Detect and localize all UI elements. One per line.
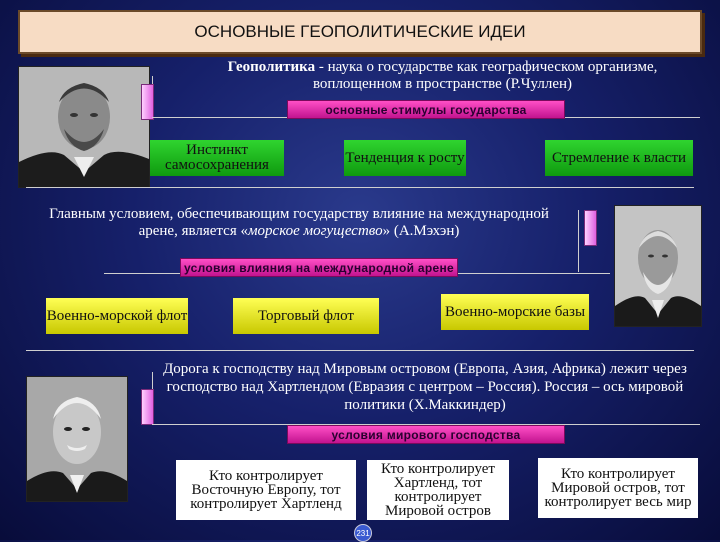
- portrait-mackinder: [26, 376, 128, 502]
- slide-title-bar: ОСНОВНЫЕ ГЕОПОЛИТИЧЕСКИЕ ИДЕИ: [18, 10, 702, 54]
- hline-5: [152, 424, 700, 425]
- geopolitics-definition: Геополитика - наука о государстве как ге…: [205, 59, 680, 93]
- side-tab-1: [141, 84, 154, 120]
- portrait-chellen-image: [19, 67, 149, 187]
- geopolitics-term: Геополитика: [227, 59, 316, 75]
- mahan-text-italic: морское могущество: [247, 223, 383, 239]
- vline-2: [578, 210, 579, 272]
- hline-2: [26, 187, 694, 188]
- portrait-mackinder-image: [27, 377, 127, 501]
- mahan-text-before: Главным условием, обеспечивающим государ…: [49, 206, 549, 239]
- portrait-chellen: [18, 66, 150, 188]
- banner-state-stimuli: основные стимулы государства: [287, 100, 565, 119]
- slide-title: ОСНОВНЫЕ ГЕОПОЛИТИЧЕСКИЕ ИДЕИ: [194, 22, 526, 41]
- box-naval-bases: Военно-морские базы: [441, 294, 589, 330]
- mahan-thesis: Главным условием, обеспечивающим государ…: [34, 206, 564, 240]
- geopolitics-definition-text: - наука о государстве как географическом…: [312, 59, 658, 92]
- box-navy: Военно-морской флот: [46, 298, 188, 334]
- box-power-aspiration: Стремление к власти: [545, 140, 693, 176]
- banner-international-influence: условия влияния на международной арене: [180, 258, 458, 277]
- hline-4: [26, 350, 694, 351]
- portrait-mahan: [614, 205, 702, 327]
- side-tab-3: [141, 389, 154, 425]
- portrait-mahan-image: [615, 206, 701, 326]
- box-world-island: Кто контролирует Мировой остров, тот кон…: [538, 458, 698, 518]
- box-heartland: Кто контролирует Хартленд, тот контролир…: [367, 460, 509, 520]
- mahan-text-after: » (А.Мэхэн): [382, 223, 460, 239]
- box-merchant-fleet: Торговый флот: [233, 298, 379, 334]
- mackinder-thesis: Дорога к господству над Мировым островом…: [163, 361, 687, 413]
- banner-world-domination: условия мирового господства: [287, 425, 565, 444]
- box-growth-tendency: Тенденция к росту: [344, 140, 466, 176]
- box-self-preservation: Инстинкт самосохранения: [150, 140, 284, 176]
- side-tab-2: [584, 210, 597, 246]
- page-number-badge: 231: [354, 524, 372, 542]
- box-eastern-europe: Кто контролирует Восточную Европу, тот к…: [176, 460, 356, 520]
